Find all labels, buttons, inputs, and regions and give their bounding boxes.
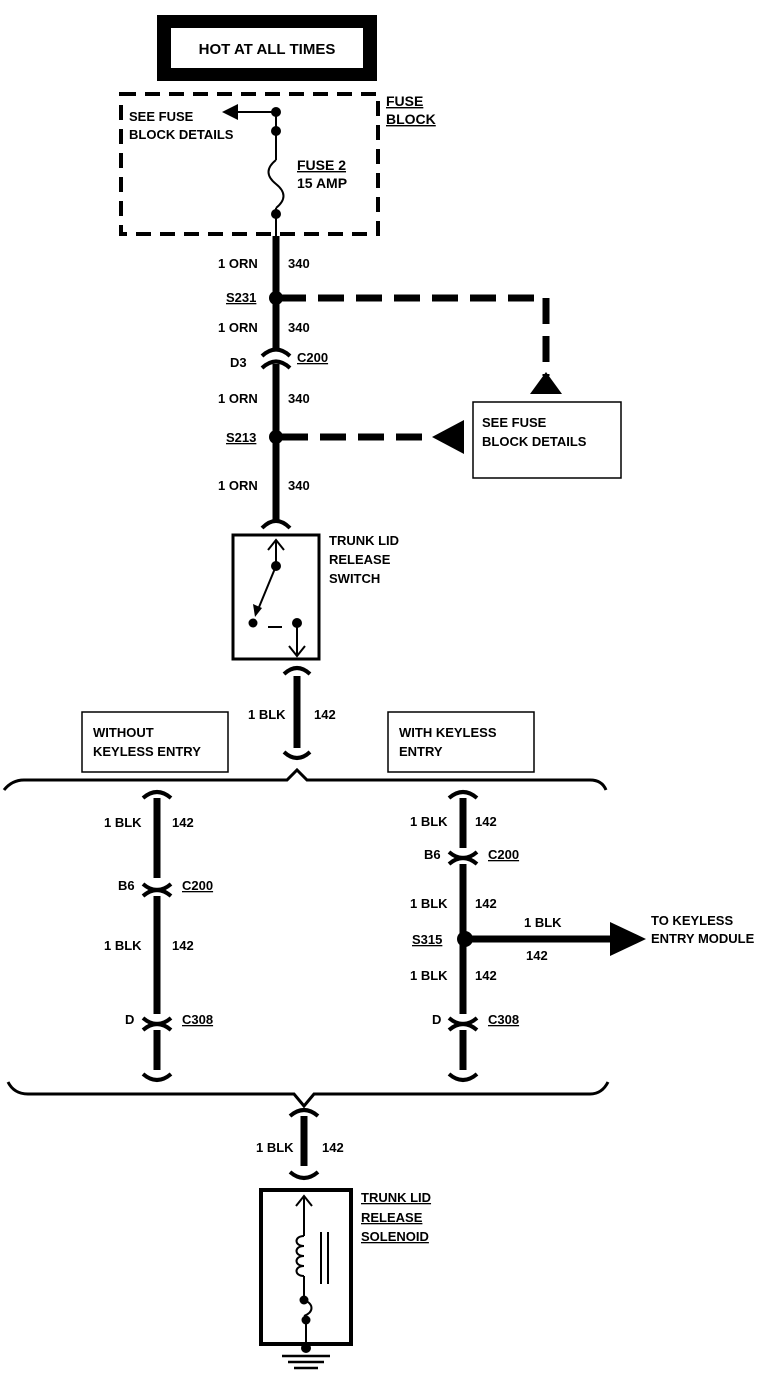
wire-label-orn-2: 1 ORN [218,320,258,335]
switch-label-line3: SWITCH [329,571,380,586]
left-c308-label: C308 [182,1012,213,1027]
hot-at-all-times-label: HOT AT ALL TIMES [199,41,336,58]
see-fuse-details-line2: BLOCK DETAILS [129,127,234,142]
arrow-left-icon [222,104,238,120]
fuse-block-label-line2: BLOCK [386,111,436,127]
left-c200-label: C200 [182,878,213,893]
circuit-340-3: 340 [288,391,310,406]
ground-icon [282,1343,330,1370]
left-wire-label-1: 1 BLK [104,815,142,830]
left-branch: 1 BLK 142 B6 C200 1 BLK 142 D C308 [104,790,213,1082]
dashed-splice-lines [280,294,562,454]
switch-top-connector-icon [260,519,292,530]
solenoid-circuit: 142 [322,1140,344,1155]
left-wire-label-2: 1 BLK [104,938,142,953]
fuse-block: FUSE BLOCK SEE FUSE BLOCK DETAILS FUSE 2… [119,92,436,236]
without-keyless-line2: KEYLESS ENTRY [93,744,201,759]
fuse-block-label-line1: FUSE [386,93,423,109]
option-without-keyless: WITHOUT KEYLESS ENTRY [81,711,229,773]
keyless-wire-label: 1 BLK [524,915,562,930]
right-c200-label: C200 [488,847,519,862]
solenoid-label-line3: SOLENOID [361,1229,429,1244]
splice-s315-label: S315 [412,932,442,947]
left-circuit-1: 142 [172,815,194,830]
right-wire-label-3: 1 BLK [410,968,448,983]
circuit-340-2: 340 [288,320,310,335]
right-circuit-1: 142 [475,814,497,829]
switch-bottom-connector-icon [282,666,312,676]
wire-label-orn-4: 1 ORN [218,478,258,493]
right-branch: 1 BLK 142 B6 C200 1 BLK 142 S315 1 BLK 1… [410,790,755,1082]
switch-label-line1: TRUNK LID [329,533,399,548]
splice-s213-dot [269,430,283,444]
right-pin-d: D [432,1012,441,1027]
wire-label-orn-3: 1 ORN [218,391,258,406]
switch-label-line2: RELEASE [329,552,391,567]
right-wire-label-1: 1 BLK [410,814,448,829]
with-keyless-line1: WITH KEYLESS [399,725,497,740]
fuse-name: FUSE 2 [297,157,346,173]
circuit-340-4: 340 [288,478,310,493]
left-pin-d: D [125,1012,134,1027]
connector-c200-upper-icon [260,347,292,358]
solenoid-wire-label: 1 BLK [256,1140,294,1155]
fuse-icon [267,159,285,209]
wire-label-blk-top: 1 BLK [248,707,286,722]
right-c200-lower-icon [447,856,479,866]
option-brace-bottom [6,1081,610,1109]
blk-wire-from-switch: 1 BLK 142 [248,666,336,760]
solenoid-label-line2: RELEASE [361,1210,423,1225]
switch-blade-icon [256,565,277,613]
solenoid-coil-icon [295,1235,305,1277]
left-c308-lower-icon [141,1022,173,1032]
splice-s315-dot [457,931,473,947]
see-fuse-block-box: SEE FUSE BLOCK DETAILS [472,401,622,479]
wire-label-orn-1: 1 ORN [218,256,258,271]
option-brace-top [2,767,608,791]
circuit-340-1: 340 [288,256,310,271]
keyless-circuit: 142 [526,948,548,963]
orn-wire: 1 ORN 340 S231 1 ORN 340 D3 C200 1 ORN 3… [218,236,328,530]
arrow-right-icon [610,922,646,956]
hot-at-all-times-box: HOT AT ALL TIMES [157,15,377,81]
without-keyless-line1: WITHOUT [93,725,154,740]
splice-s213-label: S213 [226,430,256,445]
right-circuit-3: 142 [475,968,497,983]
keyless-module-line2: ENTRY MODULE [651,931,755,946]
right-wire-label-2: 1 BLK [410,896,448,911]
trunk-lid-release-switch: TRUNK LID RELEASE SWITCH [231,533,399,661]
see-fuse-details-line1: SEE FUSE [129,109,194,124]
connector-c200-label-top: C200 [297,350,328,365]
left-c200-lower-icon [141,888,173,898]
right-c308-lower-icon [447,1022,479,1032]
arrow-up-icon [530,372,562,394]
right-pin-b6: B6 [424,847,441,862]
see-fuse-block-box-line1: SEE FUSE [482,415,547,430]
trunk-lid-release-solenoid: TRUNK LID RELEASE SOLENOID [259,1188,431,1352]
with-keyless-line2: ENTRY [399,744,443,759]
solenoid-label-line1: TRUNK LID [361,1190,431,1205]
pin-d3: D3 [230,355,247,370]
splice-s231-dot [269,291,283,305]
keyless-module-line1: TO KEYLESS [651,913,733,928]
left-pin-b6: B6 [118,878,135,893]
right-c308-label: C308 [488,1012,519,1027]
right-circuit-2: 142 [475,896,497,911]
blk-wire-to-solenoid: 1 BLK 142 [256,1108,344,1180]
connector-c200-lower-icon [260,359,292,370]
option-with-keyless: WITH KEYLESS ENTRY [387,711,535,773]
splice-s231-label: S231 [226,290,256,305]
arrow-left-solid-icon [432,420,464,454]
see-fuse-block-box-line2: BLOCK DETAILS [482,434,587,449]
left-circuit-2: 142 [172,938,194,953]
fuse-rating: 15 AMP [297,175,347,191]
circuit-142-top: 142 [314,707,336,722]
